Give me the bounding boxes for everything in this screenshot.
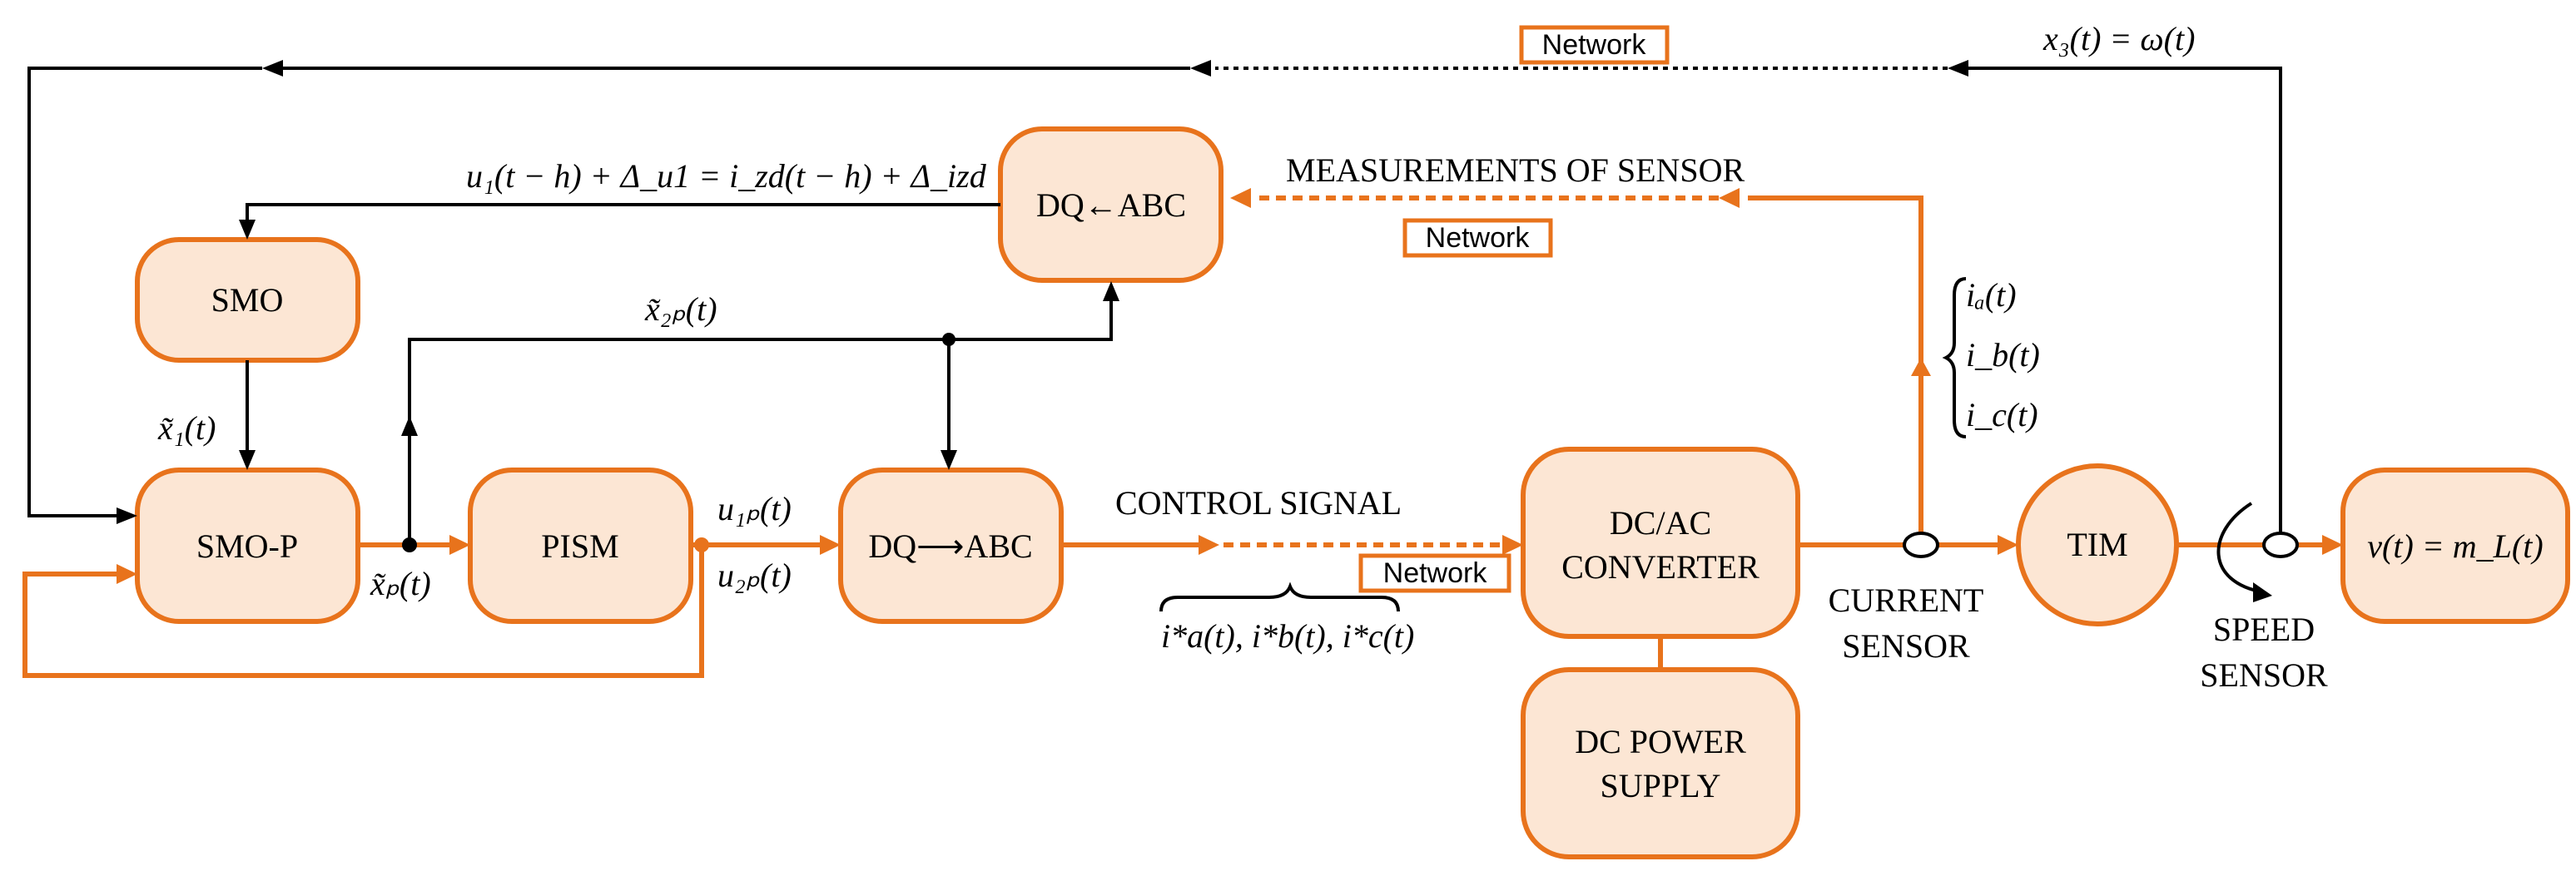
dc-power-label-2: SUPPLY xyxy=(1601,767,1721,804)
dq-abc-top-label: DQ←ABC xyxy=(1036,186,1186,224)
network-tag-measure: Network xyxy=(1402,218,1553,258)
phase-brace xyxy=(1942,277,1967,438)
dcac-label-2: CONVERTER xyxy=(1561,548,1760,586)
u2p-label: u₂ₚ(t) xyxy=(717,557,792,594)
network-tag-control-label: Network xyxy=(1383,557,1488,589)
current-sensor-icon xyxy=(1903,532,1939,558)
x3-label: x₃(t) = ω(t) xyxy=(2042,20,2195,57)
speed-sensor-label-2: SENSOR xyxy=(2200,656,2328,694)
current-sensor-label-2: SENSOR xyxy=(1842,627,1970,665)
network-tag-top: Network xyxy=(1519,25,1670,65)
dcac-label-1: DC/AC xyxy=(1610,504,1711,542)
dq-abc-mid-block: DQ⟶ABC xyxy=(838,468,1064,624)
xp-label: x̃ₚ(t) xyxy=(370,565,431,602)
smo-block: SMO xyxy=(135,237,360,363)
output-block: v(t) = m_L(t) xyxy=(2340,468,2570,624)
u1p-label: u₁ₚ(t) xyxy=(717,490,792,527)
speed-sensor-label-1: SPEED xyxy=(2213,611,2315,648)
ib-label: i_b(t) xyxy=(1966,336,2040,374)
refs-brace xyxy=(1159,581,1400,612)
network-tag-top-label: Network xyxy=(1542,29,1647,61)
tim-block: TIM xyxy=(2016,463,2179,626)
control-signal-label: CONTROL SIGNAL xyxy=(1115,484,1402,522)
tim-label: TIM xyxy=(2067,526,2127,563)
u1-equation-label: u₁(t − h) + Δ_u1 = i_zd(t − h) + Δ_izd xyxy=(466,157,987,195)
x2p-label: x̃₂ₚ(t) xyxy=(644,290,717,328)
dq-abc-top-block: DQ←ABC xyxy=(998,126,1223,283)
pism-block: PISM xyxy=(468,468,693,624)
smo-p-block: SMO-P xyxy=(135,468,360,624)
rotation-arrow-icon xyxy=(2216,502,2265,594)
network-tag-measure-label: Network xyxy=(1426,222,1531,254)
signal-lines xyxy=(27,60,2282,552)
x1-label: x̃₁(t) xyxy=(157,409,216,447)
network-tag-control: Network xyxy=(1358,553,1511,593)
dc-power-block: DC POWER SUPPLY xyxy=(1521,667,1800,859)
ic-label: i_c(t) xyxy=(1966,396,2038,433)
dq-abc-mid-label: DQ⟶ABC xyxy=(868,527,1032,565)
ia-label: iₐ(t) xyxy=(1966,276,2017,314)
dcac-converter-block: DC/AC CONVERTER xyxy=(1521,447,1800,639)
refs-label: i*a(t), i*b(t), i*c(t) xyxy=(1161,617,1414,655)
dc-power-label-1: DC POWER xyxy=(1575,723,1746,760)
output-label: v(t) = m_L(t) xyxy=(2367,527,2543,565)
current-sensor-label-1: CURRENT xyxy=(1829,581,1984,619)
speed-sensor-icon xyxy=(2262,532,2299,558)
forward-path xyxy=(22,188,2343,678)
measurements-label: MEASUREMENTS OF SENSOR xyxy=(1286,151,1745,189)
smo-label: SMO xyxy=(211,281,284,319)
smo-p-label: SMO-P xyxy=(196,527,298,565)
pism-label: PISM xyxy=(541,527,618,565)
